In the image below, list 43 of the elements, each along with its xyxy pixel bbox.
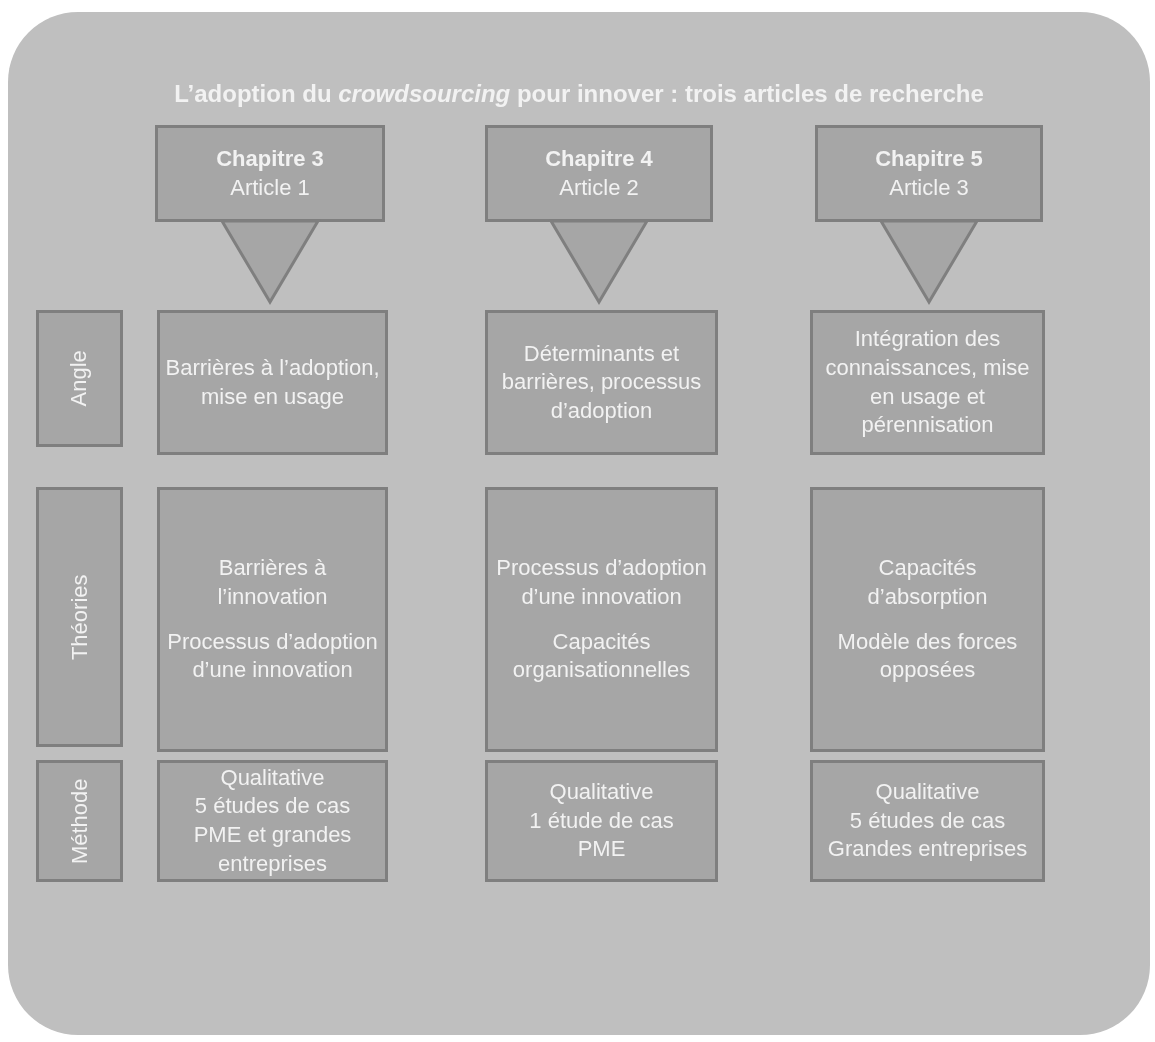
article-label: Article 1 xyxy=(230,173,310,202)
cell-text: Qualitative xyxy=(875,778,980,807)
row-header-box xyxy=(36,760,123,882)
content-box xyxy=(157,487,388,752)
row-header: Théories xyxy=(65,574,93,660)
content-box xyxy=(810,760,1045,882)
rounded-panel xyxy=(8,12,1150,1035)
cell-text: 1 étude de cas xyxy=(529,806,674,835)
cell-text: 5 études de cas xyxy=(194,792,351,821)
cell-text: 5 études de cas xyxy=(849,806,1006,835)
cell-text: Capacités d’absorption xyxy=(866,554,989,611)
cell-text: Barrières à l’innovation xyxy=(216,554,329,611)
cell-text: Qualitative xyxy=(220,763,325,792)
article-label: Article 3 xyxy=(889,173,969,202)
content-box xyxy=(485,310,718,455)
cell-text: Intégration des connaissances, mise en usage et pérennisation xyxy=(824,325,1031,440)
down-arrow xyxy=(878,219,980,305)
content-box xyxy=(485,487,718,752)
content-box xyxy=(810,487,1045,752)
cell-text: Processus d’adoption d’une innovation xyxy=(166,627,379,685)
content-box xyxy=(157,310,388,455)
down-arrow xyxy=(548,219,650,305)
cell-text: Qualitative xyxy=(549,778,654,807)
content-box xyxy=(157,760,388,882)
article-label: Article 2 xyxy=(559,173,639,202)
cell-text: Processus d’adoption d’une innovation xyxy=(495,554,708,611)
row-header-box xyxy=(36,487,123,747)
cell-text: Barrières à l’adoption, mise en usage xyxy=(164,353,381,411)
content-box xyxy=(810,310,1045,455)
cell-text: PME et grandes entreprises xyxy=(192,821,353,878)
content-box xyxy=(485,760,718,882)
chapter-heading: Chapitre 4 xyxy=(545,144,653,173)
cell-text: Déterminants et barrières, processus d’adoption xyxy=(500,339,703,425)
cell-text: Capacités organisationnelles xyxy=(511,627,692,685)
row-header-box xyxy=(36,310,123,447)
cell-text: Grandes entreprises xyxy=(827,835,1028,864)
row-header: Méthode xyxy=(65,778,93,864)
row-header: Angle xyxy=(65,350,93,407)
chapter-heading: Chapitre 5 xyxy=(875,144,983,173)
chapter-heading: Chapitre 3 xyxy=(216,144,324,173)
cell-text: PME xyxy=(577,835,626,864)
down-arrow xyxy=(219,219,321,305)
cell-text: Modèle des forces opposées xyxy=(836,627,1019,685)
